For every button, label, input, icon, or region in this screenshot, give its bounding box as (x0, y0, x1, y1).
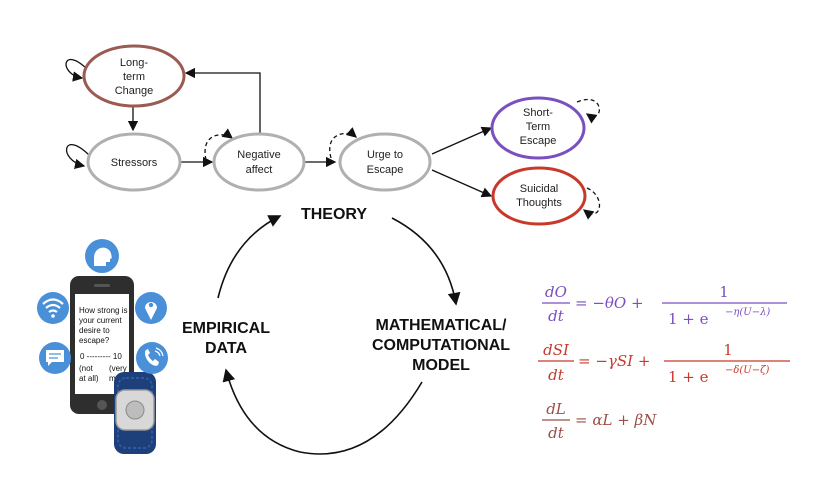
equation-dL: dL dt = αL + βN (542, 400, 657, 442)
selfloop-suicidal (582, 187, 601, 220)
phone-scale: 0 --------- 10 (80, 352, 122, 361)
eq2-frac-num: 1 (723, 341, 733, 359)
eq1-num: dO (545, 283, 567, 301)
phone-question-line: your current (79, 316, 122, 325)
eq1-den: dt (548, 307, 565, 325)
eq2-rhs: = −γSI + (578, 352, 650, 370)
eq1-exponent: −η(U−λ) (725, 307, 770, 318)
node-urge-to-escape: Urge to Escape (338, 132, 432, 192)
edge-urge-suicidal (431, 169, 493, 198)
model-label-line2: COMPUTATIONAL (372, 337, 510, 354)
node-label: Suicidal (520, 183, 559, 195)
selfloop-shortterm (576, 99, 600, 124)
node-label: Escape (367, 164, 404, 176)
eq2-exponent: −δ(U−ζ) (725, 365, 770, 376)
theory-label: THEORY (301, 206, 367, 223)
eq3-rhs: = αL + βN (575, 411, 657, 429)
selfloop-negative (204, 128, 234, 161)
selfloop-urge (329, 127, 357, 159)
eq2-den: dt (548, 366, 565, 384)
phone-call-icon (136, 342, 168, 374)
equation-dSI: dSI dt = −γSI + 1 1 + e −δ(U−ζ) (538, 341, 790, 386)
empirical-label-line2: DATA (205, 340, 248, 357)
eq1-frac-num: 1 (719, 283, 729, 301)
phone-scale-low: (not (79, 364, 94, 373)
node-label: Negative (237, 149, 280, 161)
phone-question-line: How strong is (79, 306, 127, 315)
wifi-icon (37, 292, 69, 324)
eq2-num: dSI (543, 341, 570, 359)
equation-dO: dO dt = −θO + 1 1 + e −η(U−λ) (542, 283, 787, 328)
node-label: term (123, 71, 145, 83)
eq3-den: dt (548, 424, 565, 442)
node-longterm-change: Long- term Change (82, 44, 186, 108)
node-label: Long- (120, 57, 148, 69)
chat-icon (39, 342, 71, 374)
edge-urge-shortterm (431, 126, 493, 155)
eq3-num: dL (546, 400, 566, 418)
head-icon (85, 239, 119, 273)
node-suicidal-thoughts: Suicidal Thoughts (491, 166, 587, 226)
selfloop-longterm (65, 58, 89, 82)
arc-model-to-empirical (222, 368, 423, 455)
eq1-frac-den: 1 + e (668, 310, 709, 328)
model-label-line3: MODEL (412, 357, 470, 374)
phone-scale-low: at all) (79, 374, 99, 383)
node-negative-affect: Negative affect (212, 132, 306, 192)
node-label: Short- (523, 107, 553, 119)
node-label: Term (526, 121, 550, 133)
node-label: Urge to (367, 149, 403, 161)
node-label: Stressors (111, 157, 158, 169)
eq1-rhs: = −θO + (575, 294, 644, 312)
phone-question-line: desire to (79, 326, 110, 335)
node-stressors: Stressors (86, 132, 182, 192)
selfloop-stressors (66, 144, 91, 170)
location-icon (135, 292, 167, 324)
node-shortterm-escape: Short- Term Escape (490, 96, 586, 160)
phone-scale-high: (very (109, 364, 127, 373)
node-label: Change (115, 85, 154, 97)
node-label: Escape (520, 135, 557, 147)
arc-empirical-to-theory (217, 215, 282, 299)
phone-question-line: escape? (79, 336, 110, 345)
eq2-frac-den: 1 + e (668, 368, 709, 386)
empirical-label-line1: EMPIRICAL (182, 320, 270, 337)
node-label: Thoughts (516, 197, 562, 209)
arc-theory-to-model (391, 217, 461, 306)
model-label-line1: MATHEMATICAL/ (376, 317, 507, 334)
node-label: affect (246, 164, 273, 176)
smartwatch (114, 372, 156, 454)
edge-negative-longterm (184, 67, 261, 133)
